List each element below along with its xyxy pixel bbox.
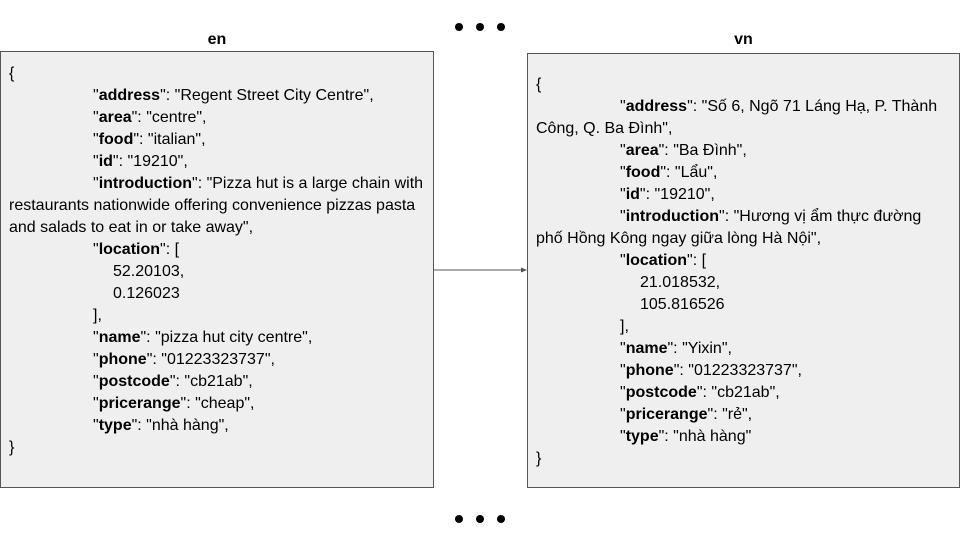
field-value: : "centre", xyxy=(137,109,207,126)
field-value: : "italian", xyxy=(139,131,206,148)
dot xyxy=(455,23,463,31)
field-key: introduction xyxy=(625,208,719,225)
field-food: "food": "Lẩu", xyxy=(620,164,718,181)
field-location: "location": [ xyxy=(93,241,180,258)
field-value: : [ xyxy=(165,241,180,258)
field-value: : "Regent Street City Centre", xyxy=(165,87,374,104)
field-key: type xyxy=(625,428,659,445)
field-key: area xyxy=(98,109,132,126)
field-value: : "rẻ", xyxy=(713,406,753,423)
field-value: : "Số 6, Ngõ 71 Láng Hạ, P. Thành Công, … xyxy=(536,98,938,137)
field-key: address xyxy=(625,98,688,115)
field-key: food xyxy=(98,131,134,148)
field-pricerange: "pricerange": "cheap", xyxy=(93,395,255,412)
field-value: : "19210", xyxy=(118,153,188,170)
field-value: : "Ba Đình", xyxy=(664,142,747,159)
location-lat: 21.018532, xyxy=(640,274,721,291)
field-key: area xyxy=(625,142,659,159)
dot xyxy=(497,515,505,523)
field-area: "area": "centre", xyxy=(93,109,207,126)
field-area: "area": "Ba Đình", xyxy=(620,142,747,159)
json-box-en: { "address": "Regent Street City Centre"… xyxy=(0,51,434,488)
field-phone: "phone": "01223323737", xyxy=(93,351,275,368)
location-lng: 105.816526 xyxy=(640,296,725,313)
field-postcode: "postcode": "cb21ab", xyxy=(620,384,780,401)
field-address: "address": "Regent Street City Centre", xyxy=(93,87,374,104)
field-key: type xyxy=(98,417,132,434)
field-type: "type": "nhà hàng" xyxy=(620,428,752,445)
field-value: : "nhà hàng", xyxy=(137,417,229,434)
location-lat: 52.20103, xyxy=(113,263,185,280)
field-value: : "Pizza hut is a large chain with resta… xyxy=(9,175,424,236)
field-food: "food": "italian", xyxy=(93,131,206,148)
field-postcode: "postcode": "cb21ab", xyxy=(93,373,253,390)
panel-title-en: en xyxy=(207,31,227,48)
field-id: "id": "19210", xyxy=(620,186,715,203)
field-name: "name": "pizza hut city centre", xyxy=(93,329,313,346)
field-value: : "pizza hut city centre", xyxy=(146,329,313,346)
field-value: : "nhà hàng" xyxy=(664,428,752,445)
field-phone: "phone": "01223323737", xyxy=(620,362,802,379)
open-brace: { xyxy=(9,65,15,82)
field-introduction: "introduction": "Pizza hut is a large ch… xyxy=(9,175,424,236)
field-key: name xyxy=(625,340,668,357)
field-key: postcode xyxy=(625,384,697,401)
field-key: phone xyxy=(98,351,147,368)
field-introduction: "introduction": "Hương vị ẩm thực đường … xyxy=(536,208,922,247)
dot xyxy=(476,23,484,31)
field-name: "name": "Yixin", xyxy=(620,340,732,357)
location-lng: 0.126023 xyxy=(113,285,180,302)
field-key: food xyxy=(625,164,661,181)
field-key: pricerange xyxy=(625,406,708,423)
field-value: : "Lẩu", xyxy=(666,164,718,181)
field-key: phone xyxy=(625,362,674,379)
field-key: address xyxy=(98,87,161,104)
field-value: : [ xyxy=(692,252,707,269)
field-value: : "cb21ab", xyxy=(175,373,253,390)
field-address: "address": "Số 6, Ngõ 71 Láng Hạ, P. Thà… xyxy=(536,98,938,137)
field-key: location xyxy=(98,241,161,258)
field-location: "location": [ xyxy=(620,252,707,269)
panel-title-vn: vn xyxy=(734,31,753,48)
field-value: : "cb21ab", xyxy=(702,384,780,401)
close-brace: } xyxy=(9,439,15,456)
field-type: "type": "nhà hàng", xyxy=(93,417,229,434)
field-value: : "01223323737", xyxy=(679,362,802,379)
arrow-right-icon xyxy=(434,267,527,273)
field-pricerange: "pricerange": "rẻ", xyxy=(620,406,753,423)
field-id: "id": "19210", xyxy=(93,153,188,170)
ellipsis-top-icon xyxy=(0,18,960,38)
arrow-head xyxy=(521,267,527,273)
field-key: id xyxy=(98,153,113,170)
field-value: : "01223323737", xyxy=(152,351,275,368)
field-key: introduction xyxy=(98,175,192,192)
location-close: ], xyxy=(620,318,629,335)
location-close: ], xyxy=(93,307,102,324)
open-brace: { xyxy=(536,76,542,93)
field-value: : "cheap", xyxy=(186,395,255,412)
field-key: id xyxy=(625,186,640,203)
dot xyxy=(497,23,505,31)
field-key: location xyxy=(625,252,688,269)
close-brace: } xyxy=(536,450,542,467)
field-value: : "Hương vị ẩm thực đường phố Hồng Kông … xyxy=(536,208,922,247)
field-key: pricerange xyxy=(98,395,181,412)
json-box-vn: { "address": "Số 6, Ngõ 71 Láng Hạ, P. T… xyxy=(527,53,960,488)
dot xyxy=(455,515,463,523)
field-key: postcode xyxy=(98,373,170,390)
field-key: name xyxy=(98,329,141,346)
ellipsis-bottom-icon xyxy=(0,510,960,530)
dot xyxy=(476,515,484,523)
field-value: : "19210", xyxy=(645,186,715,203)
field-value: : "Yixin", xyxy=(673,340,732,357)
